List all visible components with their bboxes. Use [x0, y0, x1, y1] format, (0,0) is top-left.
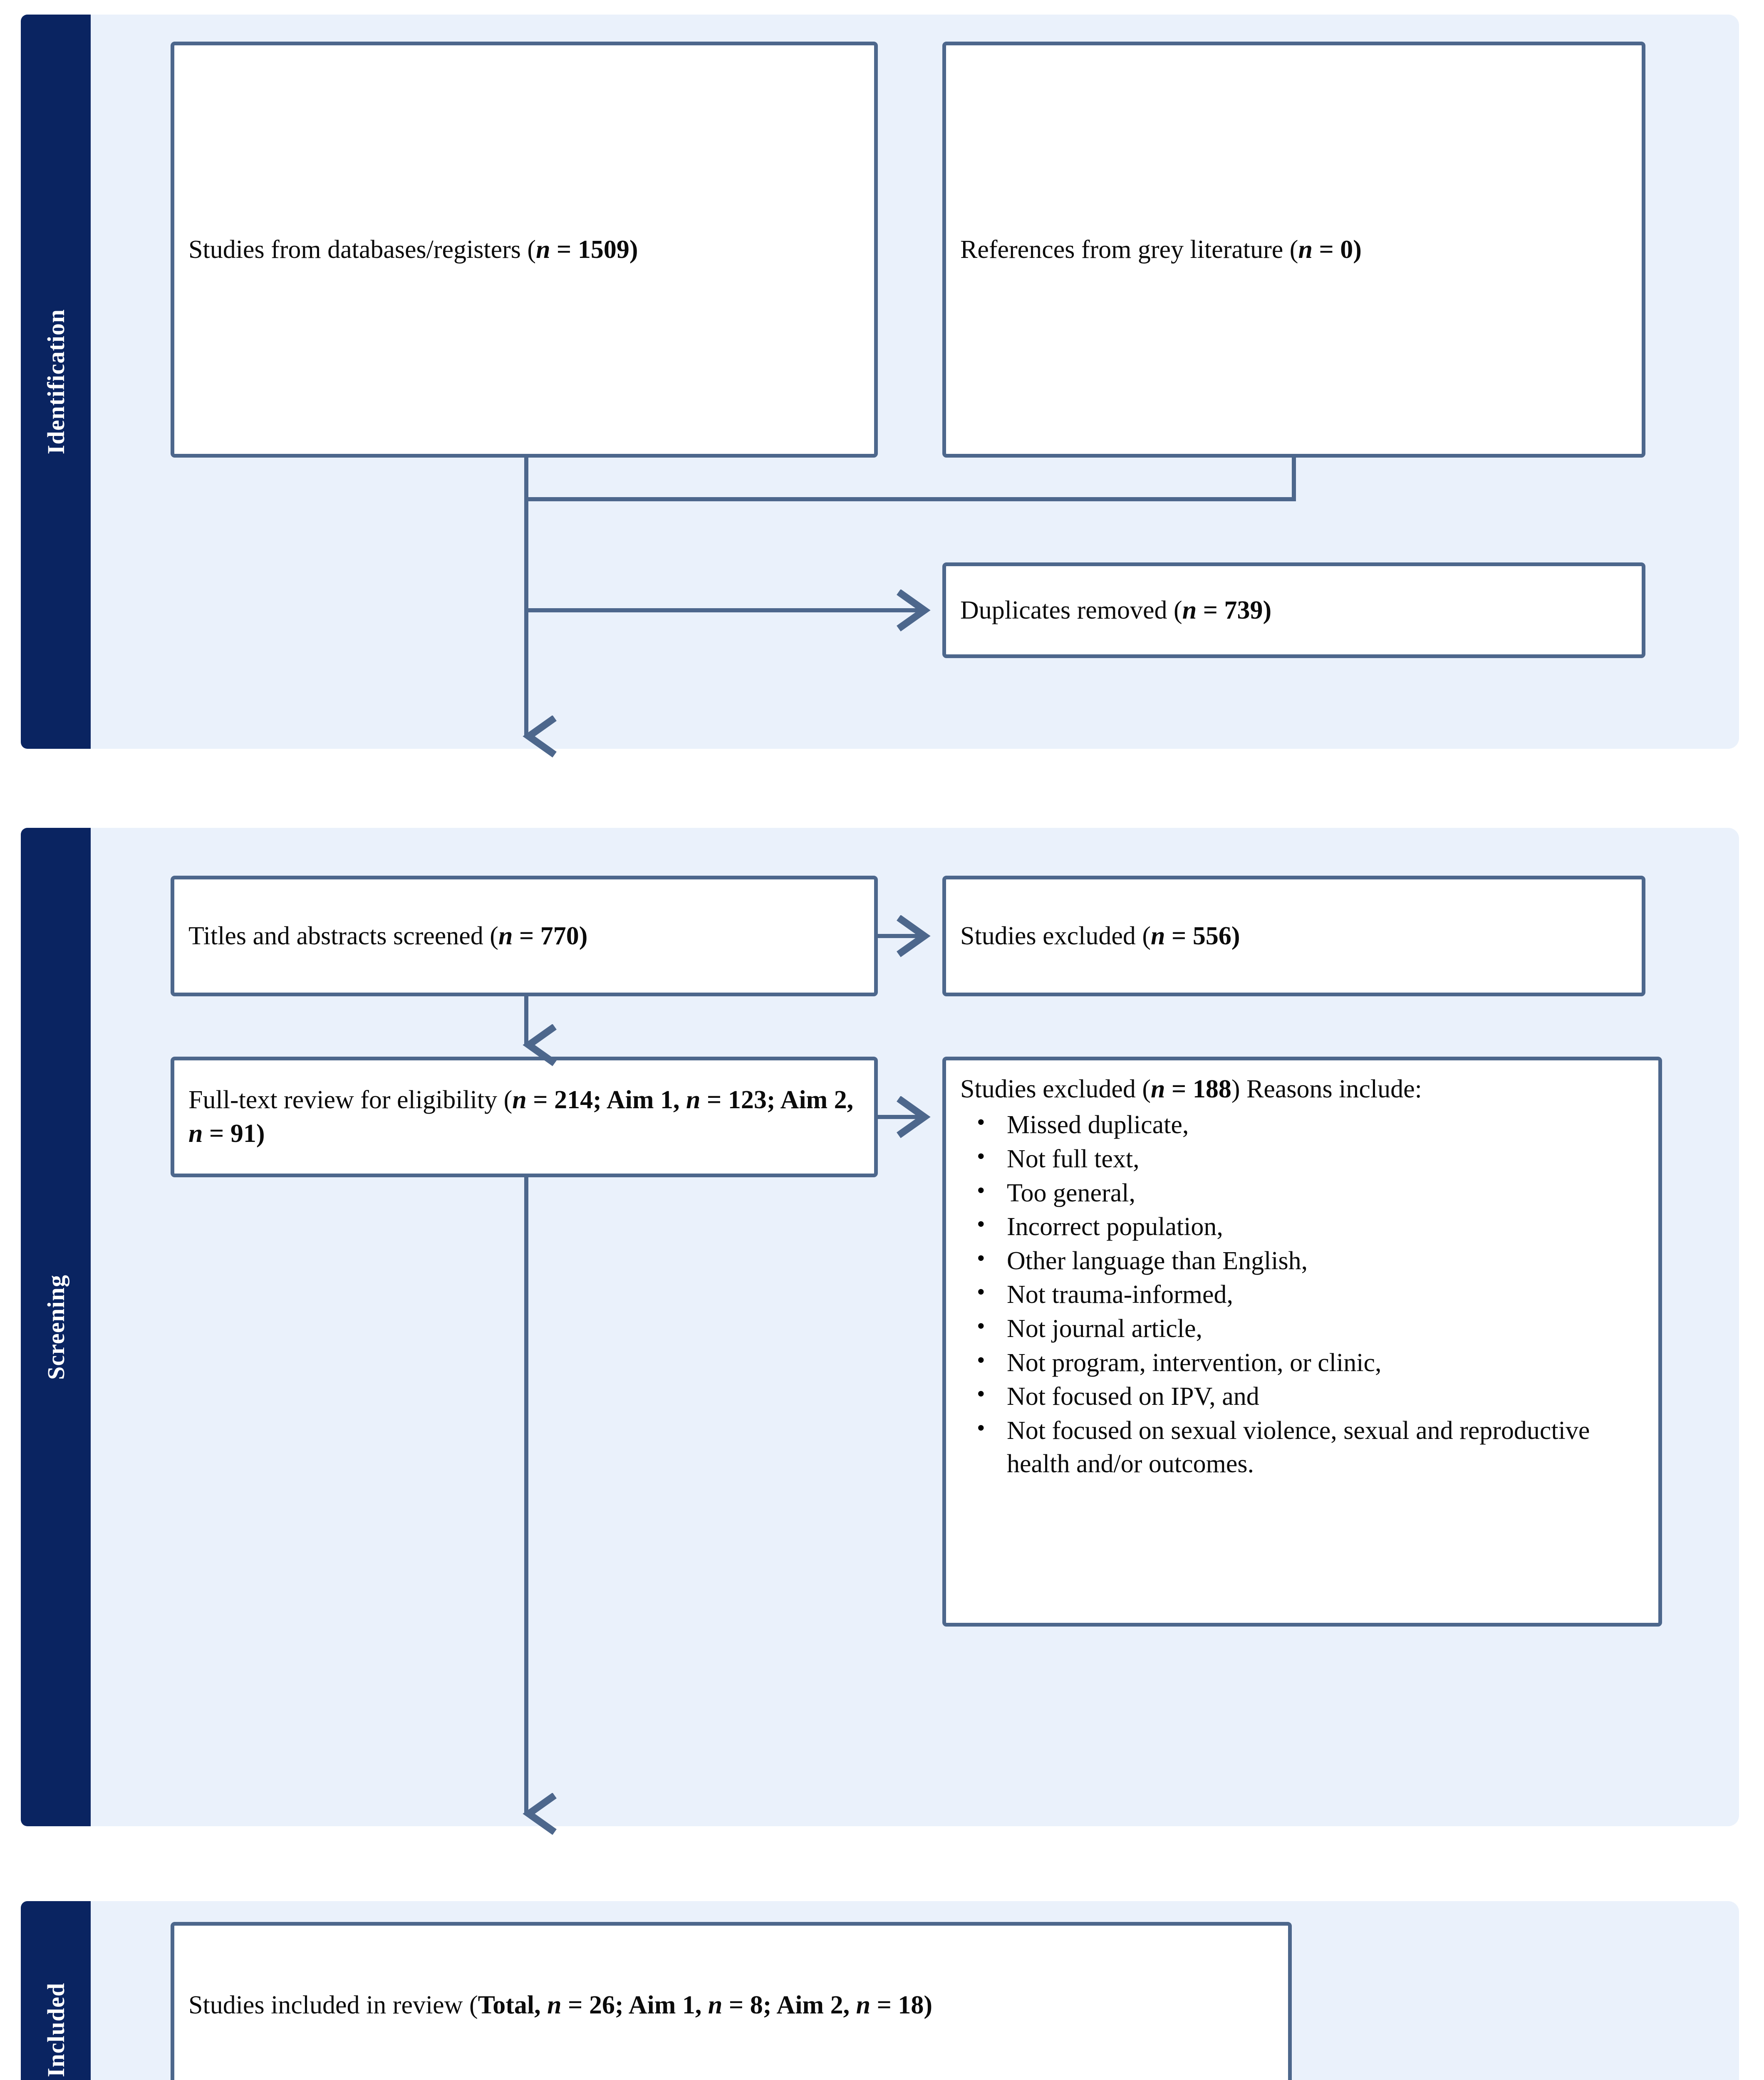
- list-item: Too general,: [977, 1176, 1644, 1210]
- list-item: Not focused on IPV, and: [977, 1379, 1644, 1414]
- box-studies-from-databases-text: Studies from databases/registers (n = 15…: [188, 235, 638, 264]
- box-studies-excluded-reasons: Studies excluded (n = 188) Reasons inclu…: [942, 1057, 1662, 1627]
- box-duplicates-removed: Duplicates removed (n = 739): [942, 562, 1645, 658]
- box-full-text-review: Full-text review for eligibility (n = 21…: [171, 1057, 878, 1177]
- box-studies-included-in-review: Studies included in review (Total, n = 2…: [171, 1922, 1292, 2080]
- box-titles-abstracts-screened-text: Titles and abstracts screened (n = 770): [188, 921, 588, 950]
- box-titles-abstracts-screened: Titles and abstracts screened (n = 770): [171, 876, 878, 996]
- box-studies-excluded-reasons-heading: Studies excluded (n = 188) Reasons inclu…: [960, 1075, 1422, 1103]
- list-item: Missed duplicate,: [977, 1107, 1644, 1142]
- exclusion-reasons-list: Missed duplicate, Not full text, Too gen…: [960, 1107, 1644, 1481]
- stage-tab-screening: Screening: [21, 828, 91, 1826]
- list-item: Not full text,: [977, 1142, 1644, 1176]
- box-studies-excluded-screening-text: Studies excluded (n = 556): [960, 921, 1240, 950]
- box-duplicates-removed-text: Duplicates removed (n = 739): [960, 596, 1272, 624]
- stage-tab-included: Included: [21, 1901, 91, 2080]
- box-references-grey-literature: References from grey literature (n = 0): [942, 42, 1645, 458]
- box-references-grey-literature-text: References from grey literature (n = 0): [960, 235, 1362, 264]
- box-studies-included-in-review-text: Studies included in review (Total, n = 2…: [188, 1991, 933, 2019]
- stage-tab-screening-label: Screening: [42, 1274, 69, 1380]
- list-item: Not program, intervention, or clinic,: [977, 1345, 1644, 1380]
- list-item: Not focused on sexual violence, sexual a…: [977, 1413, 1644, 1481]
- box-full-text-review-text: Full-text review for eligibility (n = 21…: [188, 1086, 854, 1148]
- stage-tab-identification-label: Identification: [42, 309, 69, 455]
- stage-tab-included-label: Included: [42, 1983, 69, 2078]
- list-item: Incorrect population,: [977, 1209, 1644, 1244]
- list-item: Not trauma-informed,: [977, 1277, 1644, 1312]
- list-item: Not journal article,: [977, 1311, 1644, 1346]
- stage-tab-identification: Identification: [21, 15, 91, 749]
- box-studies-excluded-screening: Studies excluded (n = 556): [942, 876, 1645, 996]
- list-item: Other language than English,: [977, 1243, 1644, 1278]
- box-studies-from-databases: Studies from databases/registers (n = 15…: [171, 42, 878, 458]
